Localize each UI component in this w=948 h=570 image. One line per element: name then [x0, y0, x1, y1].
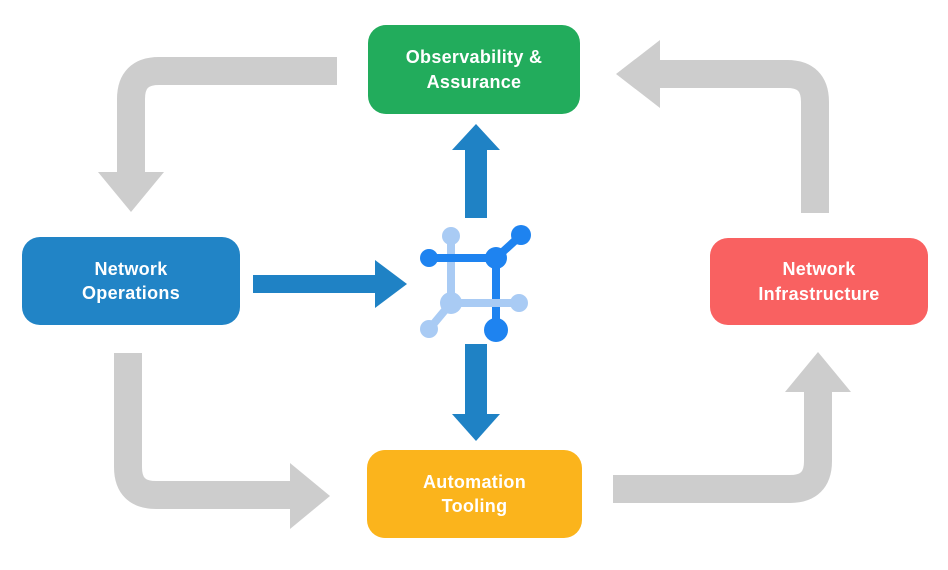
node-automation-tooling: Automation Tooling	[367, 450, 582, 538]
arrow-operations-to-core	[253, 260, 407, 308]
node-infrastructure-label-line2: Infrastructure	[758, 283, 880, 304]
arrow-core-to-observability	[452, 124, 500, 218]
node-infrastructure-label-line1: Network	[782, 259, 856, 280]
node-operations-label-line1: Network	[94, 258, 168, 279]
arrow-observability-to-operations	[98, 57, 337, 212]
node-operations-label-line2: Operations	[81, 283, 181, 303]
arrow-core-to-automation	[452, 344, 500, 441]
node-observability: Observability & Assurance	[368, 25, 580, 114]
node-automation-label-line1: Automation	[423, 471, 526, 492]
arrow-infrastructure-to-observability	[616, 40, 829, 213]
arrow-operations-to-automation	[114, 353, 330, 529]
node-observability-label-line1: Observability &	[405, 47, 543, 68]
node-automation-label-line2: Tooling	[441, 496, 508, 516]
arrow-automation-to-infrastructure	[613, 352, 851, 503]
network-topology-icon	[420, 225, 531, 342]
node-network-infrastructure: Network Infrastructure	[710, 238, 928, 325]
node-observability-label-line2: Assurance	[426, 71, 522, 92]
node-network-operations: Network Operations	[22, 237, 240, 325]
